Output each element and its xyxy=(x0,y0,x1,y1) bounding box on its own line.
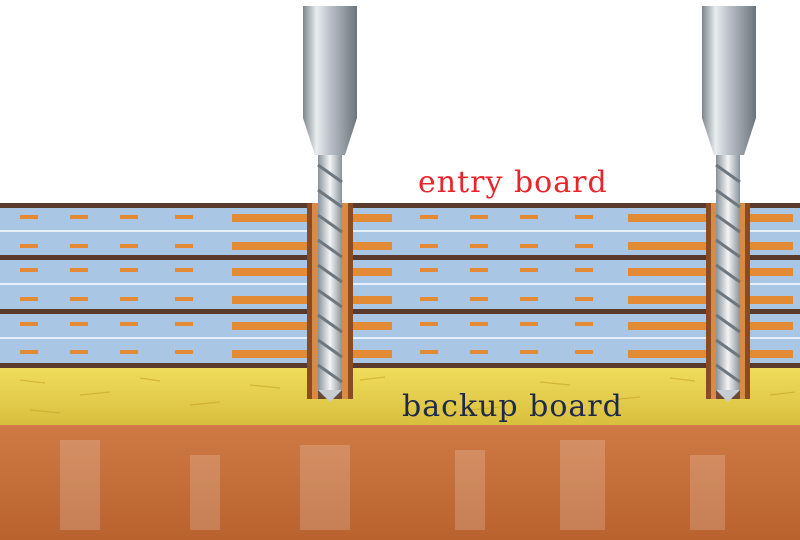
entry-board-label: entry board xyxy=(418,165,608,200)
drill-bit-icon xyxy=(303,6,357,402)
backup-board-texture xyxy=(19,376,796,414)
base-texture xyxy=(60,440,725,530)
backup-board xyxy=(0,368,800,425)
copper-traces-dashes xyxy=(20,215,593,354)
drill-bit-icon xyxy=(702,6,756,402)
backup-board-label: backup board xyxy=(402,389,623,424)
laminate-highlights xyxy=(0,230,800,339)
board-separators xyxy=(0,203,800,368)
laminate-stack xyxy=(0,203,800,368)
base-plate xyxy=(0,425,800,540)
